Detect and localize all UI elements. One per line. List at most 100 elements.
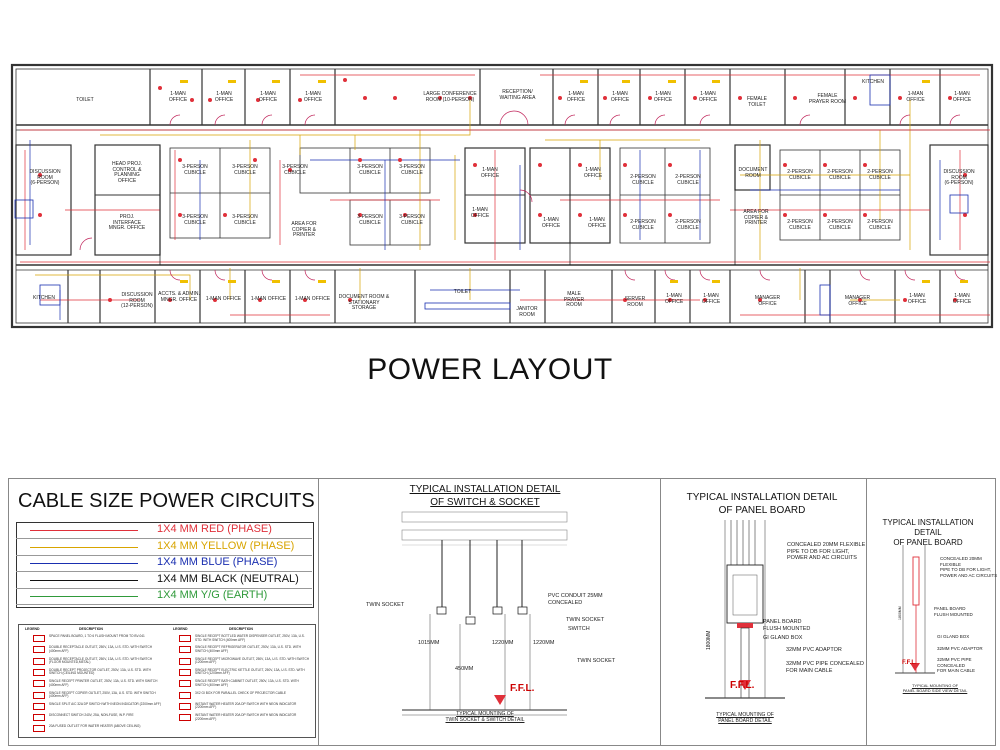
room-office-o: 1-MAN OFFICE [205,296,242,302]
room-office-r: 1-MAN OFFICE [664,293,684,305]
cable-color-line [30,596,138,597]
room-office-k: 1-MAN OFFICE [480,167,500,179]
symbol-legend-table: LEGEND DESCRIPTION LEGEND DESCRIPTION SP… [18,624,316,738]
legend-symbol [33,668,45,676]
panel-board-caption: TYPICAL MOUNTING OF PANEL BOARD DETAIL [716,712,774,724]
legend-symbol [179,691,191,699]
room-office-u: 1-MAN OFFICE [952,293,972,305]
twin-socket-label-right: TWIN SOCKET [577,658,616,664]
room-office-p: 1-MAN OFFICE [250,296,287,302]
room-cubicle-2p-7: 2-PERSON CUBICLE [867,169,893,181]
cable-row: 1X4 MM YELLOW (PHASE) [16,539,312,556]
pvc-conduit-label: PVC CONDUIT 25MM CONCEALED [548,593,603,606]
legend-description: SINGLE RECEPT MICROWAVE OUTLET, 250V, 13… [195,656,310,665]
room-proj-interface: PROJ. INTERFACE MNGR. OFFICE [108,214,146,231]
cable-label: 1X4 MM Y/G (EARTH) [157,589,268,601]
cable-color-line [30,530,138,531]
room-discussion-right: DISCUSSION ROOM (6-PERSON) [943,169,975,186]
room-kitchen-top: KITCHEN [862,79,884,85]
cable-label: 1X4 MM YELLOW (PHASE) [157,539,295,552]
cable-row: 1X4 MM BLUE (PHASE) [16,555,312,572]
switch-label: SWITCH [568,626,590,632]
room-server: SERVER ROOM [624,296,646,308]
power-layout-floor-plan [10,63,994,329]
switch-socket-detail-title: TYPICAL INSTALLATION DETAIL OF SWITCH & … [409,484,561,508]
legend-description: SINGLE RECEPT BATH CABINET OUTLET, 250V,… [195,679,299,687]
legend-description: SINGLE RECEPT BOTTLED WATER DISPENSER OU… [195,634,305,642]
pvc-adaptor-label: 32MM PVC ADAPTOR [786,647,842,653]
panel-board-side-drawing [895,545,935,674]
legend-header-left: LEGEND [25,627,40,631]
room-office-j: 1-MAN OFFICE [952,91,972,103]
room-cubicle-2p-8: 2-PERSON CUBICLE [787,219,813,231]
room-office-h: 1-MAN OFFICE [698,91,718,103]
description-header-left: DESCRIPTION [79,627,103,631]
room-discussion-left: DISCUSSION ROOM (6-PERSON) [29,169,61,186]
legend-symbol [179,646,191,654]
circuit-yellow-main [35,100,911,301]
room-cubicle-2p-1: 2-PERSON CUBICLE [630,174,656,186]
room-cubicle-2: 3-PERSON CUBICLE [232,164,258,176]
pvc-pipe-label-small: 32MM PVC PIPE CONCEALED FOR MAIN CABLE [937,657,976,673]
pvc-pipe-label: 32MM PVC PIPE CONCEALED FOR MAIN CABLE [786,661,864,674]
cable-size-title: CABLE SIZE POWER CIRCUITS [18,490,315,512]
room-kitchen-bottom: KITCHEN [33,295,55,301]
receptacle-symbols [38,78,967,302]
room-cubicle-2p-3: 2-PERSON CUBICLE [630,219,656,231]
legend-description: SINGLE RECEPT PRINTER OUTLET, 250V, 13A,… [49,679,158,687]
legend-symbol [179,635,191,642]
door-swings [79,110,966,281]
panel-board-label-small: PANEL BOARD FLUSH MOUNTED [934,606,973,617]
room-female-toilet: FEMALE TOILET [746,96,767,108]
legend-symbol [179,668,191,676]
power-layout-title: POWER LAYOUT [367,353,613,386]
cable-label: 1X4 MM RED (PHASE) [157,523,272,535]
dim-1220-b: 1220MM [533,640,555,646]
room-toilet-bottom: TOILET [453,289,472,295]
room-document-stationary: DOCUMENT ROOM & STATIONARY STORAGE [338,294,390,311]
legend-symbol [33,714,45,722]
legend-description: DOUBLE RECEPT PROJECTOR OUTLET, 250V, 13… [49,667,151,676]
room-cubicle-1: 3-PERSON CUBICLE [182,164,208,176]
legend-description: DOUBLE RECEPTACLE OUTLET, 250V, 13A, U.S… [49,656,153,665]
legend-description: 3X2 GI BOX FOR PARALLEL CHECK OF PROJECT… [195,690,286,695]
room-cubicle-2p-4: 2-PERSON CUBICLE [675,219,701,231]
legend-description: DOUBLE RECEPTACLE OUTLET, 250V, 13A, U.S… [49,645,153,653]
legend-symbol [179,714,191,722]
description-header-right: DESCRIPTION [229,627,253,631]
legend-symbol [33,646,45,654]
legend-symbol [33,635,45,642]
blue-fixtures [14,74,969,316]
room-toilet-top: TOILET [76,97,94,103]
legend-description: SINGLE RECEPT ELECTRIC KETTLE OUTLET, 25… [195,667,305,676]
ffl-label-switch: F.F.L. [510,683,535,694]
room-cubicle-2p-6: 2-PERSON CUBICLE [827,169,853,181]
room-reception: RECEPTION/ WAITING AREA [499,89,536,101]
cable-row: 1X4 MM BLACK (NEUTRAL) [16,572,312,589]
room-document-right: DOCUMENT ROOM [738,167,768,179]
room-office-n: 1-MAN OFFICE [583,167,603,179]
room-office-b: 1-MAN OFFICE [214,91,234,103]
legend-description: 20A FUSED OUTLET FOR WATER HEATER (ABOVE… [49,724,141,729]
room-cubicle-8: 3-PERSON CUBICLE [357,214,383,226]
gi-gland-label: GI GLAND BOX [763,635,803,641]
panel-board-small-caption: TYPICAL MOUNTING OF PANEL BOARD SIDE VIE… [902,683,968,693]
room-cubicle-3: 3-PERSON CUBICLE [182,214,208,226]
cable-label: 1X4 MM BLUE (PHASE) [157,556,278,568]
dim-1800: 1800MM [706,630,712,650]
legend-symbol [179,657,191,665]
circuit-black-neutral [159,150,736,265]
room-office-i: 1-MAN OFFICE [906,91,925,103]
room-conference: LARGE CONFERENCE ROOM (10-PERSON) [423,91,477,103]
room-accts-admin: ACCTS. & ADMIN. MNGR. OFFICE [158,291,200,303]
cable-size-table [16,522,314,608]
twin-socket-label-left: TWIN SOCKET [366,602,405,608]
switch-socket-drawing [401,511,568,716]
room-office-g: 1-MAN OFFICE [653,91,673,103]
ffl-label-small: F.F.L. [902,660,917,666]
flex-pipe-label-small: CONCEALED 20MM FLEXIBLE PIPE TO DB FOR L… [940,556,998,578]
dim-1015: 1015MM [418,640,440,646]
room-cubicle-2p-5: 2-PERSON CUBICLE [787,169,813,181]
sheet-divider [660,478,661,746]
yellow-fixtures [180,80,968,283]
